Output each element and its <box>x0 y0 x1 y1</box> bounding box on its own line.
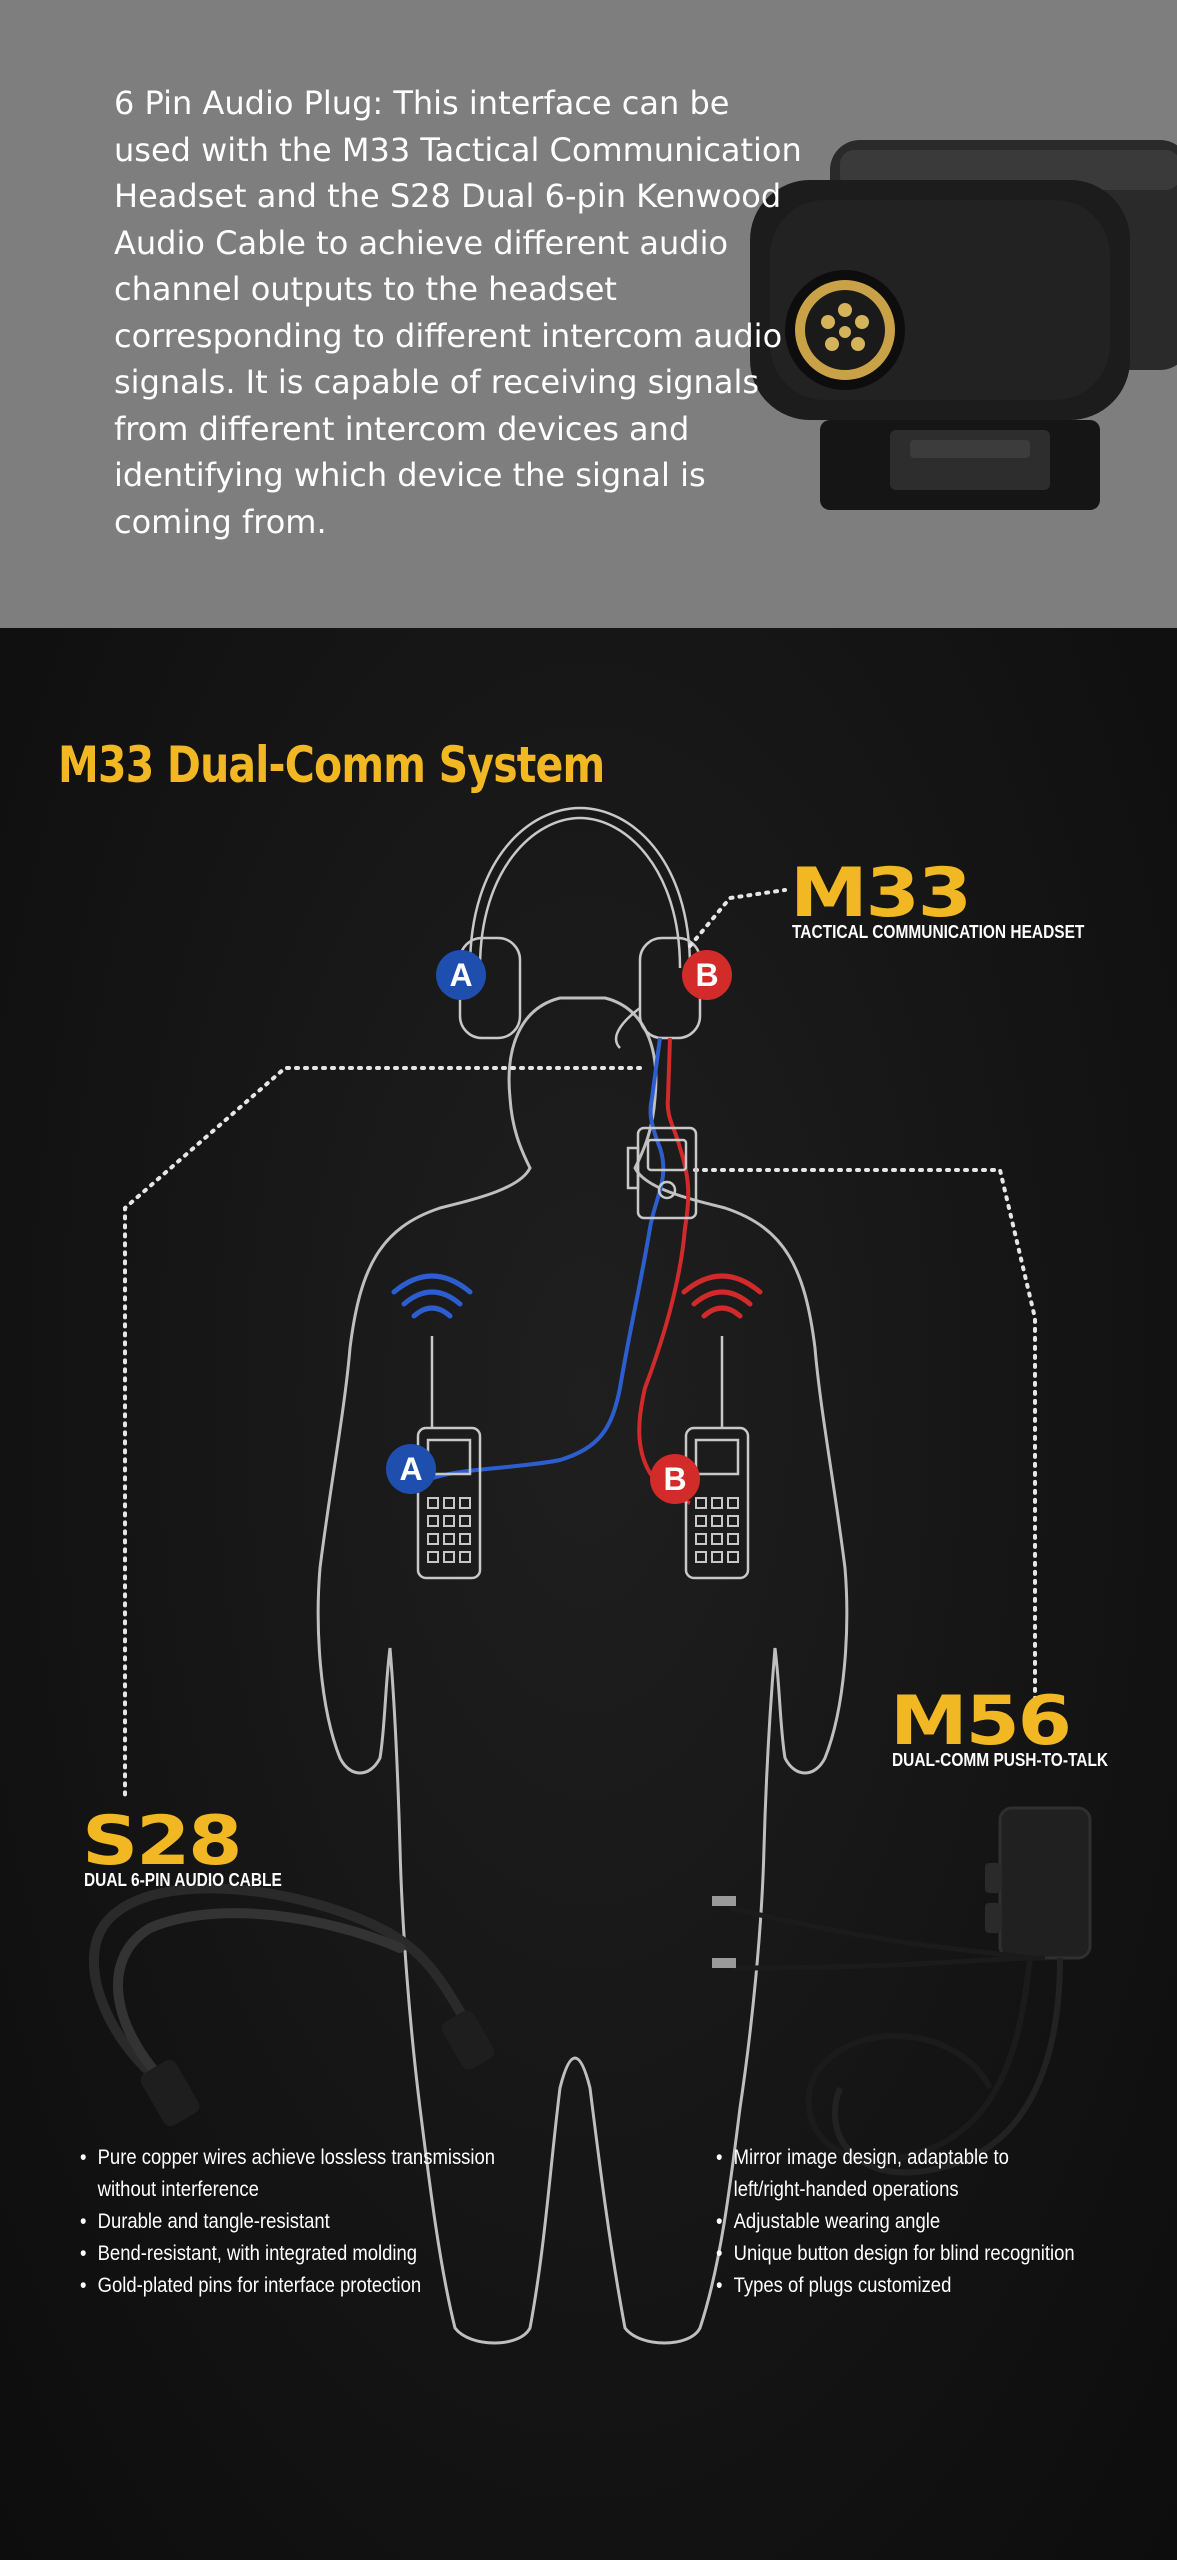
system-section: M33 Dual-Comm System <box>0 628 1177 2560</box>
radio-b-icon <box>684 1336 750 1580</box>
m56-feature: Adjustable wearing angle <box>716 2206 1075 2238</box>
badge-a-headset: A <box>436 950 486 1000</box>
cable-a <box>408 1037 666 1490</box>
m56-features: Mirror image design, adaptable to left/r… <box>716 2142 1075 2302</box>
person-silhouette <box>316 996 849 2345</box>
adapter-device-image <box>750 140 1177 510</box>
s28-feature: Gold-plated pins for interface protectio… <box>80 2270 495 2302</box>
badge-a-radio: A <box>386 1444 436 1494</box>
s28-name: S28 <box>82 1802 243 1881</box>
m56-subtitle: DUAL-COMM PUSH-TO-TALK <box>892 1750 1109 1770</box>
cable-b <box>637 1037 691 1505</box>
ptt-adapter-icon <box>626 1126 698 1220</box>
signal-a-icon <box>391 1273 473 1319</box>
m56-feature: left/right-handed operations <box>733 2178 959 2201</box>
m56-ptt-image <box>712 1806 1092 2176</box>
m56-feature: Unique button design for blind recogniti… <box>716 2238 1075 2270</box>
m56-name: M56 <box>890 1682 1072 1761</box>
s28-feature: Durable and tangle-resistant <box>80 2206 495 2238</box>
s28-feature: without interference <box>97 2178 259 2201</box>
intro-description: 6 Pin Audio Plug: This interface can be … <box>114 84 802 541</box>
s28-features: Pure copper wires achieve lossless trans… <box>80 2142 495 2302</box>
s28-subtitle: DUAL 6-PIN AUDIO CABLE <box>84 1870 282 1890</box>
headset-outline <box>458 806 702 1049</box>
badge-b-radio: B <box>650 1454 700 1504</box>
signal-b-icon <box>681 1273 763 1319</box>
system-title: M33 Dual-Comm System <box>58 736 605 794</box>
badge-b-headset: B <box>682 950 732 1000</box>
s28-cable-image <box>89 1883 475 2093</box>
m56-feature: Types of plugs customized <box>716 2270 1075 2302</box>
radio-a-icon <box>416 1336 482 1580</box>
s28-feature: Bend-resistant, with integrated molding <box>80 2238 495 2270</box>
intro-section: 6 Pin Audio Plug: This interface can be … <box>0 0 1177 628</box>
m56-feature: Mirror image design, adaptable to <box>716 2142 1075 2174</box>
s28-feature: Pure copper wires achieve lossless trans… <box>80 2142 495 2174</box>
m33-subtitle: TACTICAL COMMUNICATION HEADSET <box>792 922 1085 942</box>
m33-name: M33 <box>790 854 972 933</box>
